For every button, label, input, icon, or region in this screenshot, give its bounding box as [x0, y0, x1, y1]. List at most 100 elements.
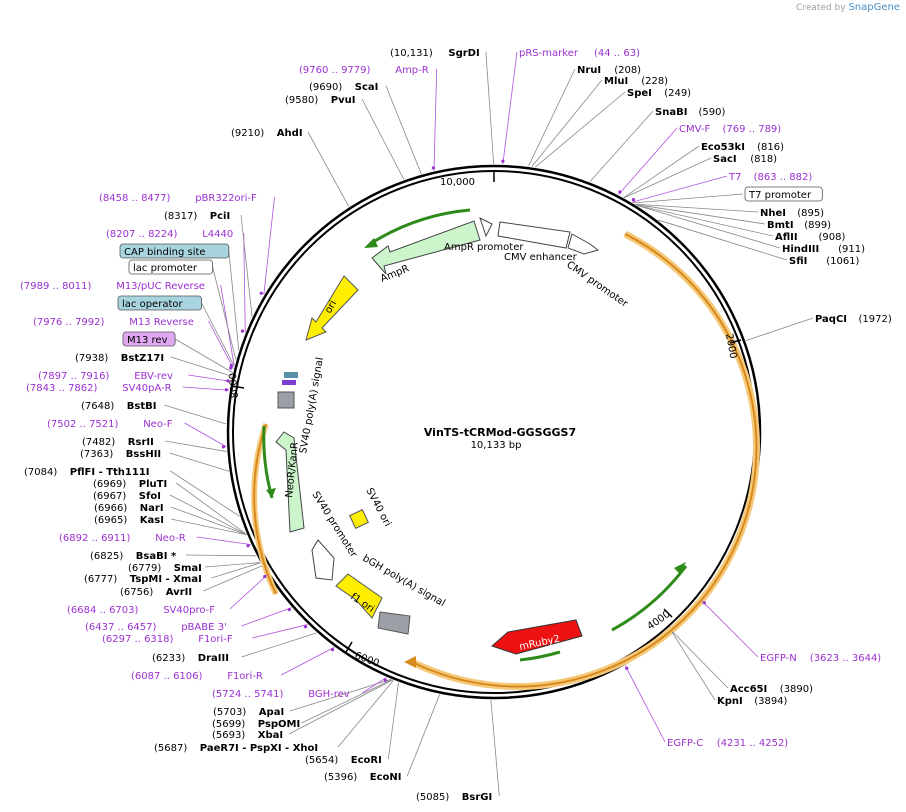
site-label-avrii[interactable]: (6756)AvrII — [120, 565, 263, 598]
site-label-lac-operator[interactable]: lac operator — [117, 295, 235, 367]
leader-line — [657, 219, 788, 261]
site-label-bsabi-[interactable]: (6825)BsaBI * — [90, 551, 257, 562]
site-label-kpni[interactable]: KpnI(3894) — [671, 632, 788, 707]
site-label-bstbi[interactable]: (7648)BstBI — [81, 401, 227, 425]
site-label-spei[interactable]: SpeI(249) — [534, 88, 691, 168]
leader-line — [212, 266, 237, 360]
site-label-bsrgi[interactable]: (5085)BsrGI — [416, 699, 500, 803]
feature-neor[interactable] — [275, 431, 305, 533]
site-label-acc65i[interactable]: Acc65I(3890) — [672, 631, 814, 695]
site-pos: (7843 .. 7862) — [26, 383, 98, 394]
site-label-pspomi[interactable]: (5699)PspOMI — [212, 679, 392, 730]
site-label-bsshii[interactable]: (7363)BssHII — [80, 449, 230, 472]
site-label-apai[interactable]: (5703)ApaI — [213, 679, 392, 718]
site-label-draiii[interactable]: (6233)DraIII — [152, 632, 317, 664]
site-label-t7-promoter[interactable]: T7 promoter — [633, 186, 823, 204]
feature-cmv-enhancer[interactable] — [497, 221, 571, 249]
site-label-cap-binding-site[interactable]: CAP binding site — [119, 243, 240, 351]
feature-ampr-promoter[interactable] — [479, 217, 493, 238]
site-label-pbr322ori-f[interactable]: (8458 .. 8477)pBR322ori-F — [99, 193, 275, 295]
site-label-bmti[interactable]: BmtI(899) — [635, 204, 831, 231]
site-label-scai[interactable]: (9690)ScaI — [309, 82, 422, 175]
site-label-sgrdi[interactable]: (10,131)SgrDI — [390, 48, 495, 165]
leader-line — [188, 374, 231, 382]
site-label-rsrii[interactable]: (7482)RsrII — [82, 437, 227, 452]
site-label-pbabe-3-[interactable]: (6437 .. 6457)pBABE 3' — [85, 607, 292, 633]
site-label-m13-rev[interactable]: M13 rev — [122, 331, 233, 373]
feature-sv40-promoter[interactable] — [311, 539, 335, 581]
site-pos: (7938) — [75, 353, 108, 364]
site-label-amp-r[interactable]: (9760 .. 9779)Amp-R — [299, 65, 438, 171]
leader-line — [534, 91, 626, 168]
site-label-ahdi[interactable]: (9210)AhdI — [231, 128, 350, 207]
site-label-sfoi[interactable]: (6967)SfoI — [93, 491, 247, 535]
feature-mark — [221, 445, 226, 449]
leader-line — [624, 665, 666, 743]
orf-arc-main-line — [409, 233, 758, 688]
feature-f1-ori[interactable] — [335, 573, 383, 619]
site-label-egfp-c[interactable]: EGFP-C(4231 .. 4252) — [624, 665, 788, 749]
site-pos: (8458 .. 8477) — [99, 193, 171, 204]
site-label-tspmi-xmai[interactable]: (6777)TspMI - XmaI — [84, 562, 261, 585]
site-label-nrui[interactable]: NruI(208) — [528, 65, 641, 167]
site-label-ebv-rev[interactable]: (7897 .. 7916)EBV-rev — [38, 371, 231, 383]
site-label-neo-f[interactable]: (7502 .. 7521)Neo-F — [47, 419, 227, 449]
site-label-cmv-f[interactable]: CMV-F(769 .. 789) — [618, 124, 781, 195]
orf-arrow-ampr-head — [364, 238, 378, 248]
site-label-pcii[interactable]: (8317)PciI — [164, 211, 253, 317]
site-label-mlui[interactable]: MluI(228) — [531, 76, 668, 167]
site-label-snabi[interactable]: SnaBI(590) — [589, 107, 726, 183]
site-label-t7[interactable]: T7(863 .. 882) — [631, 172, 812, 203]
site-label-nari[interactable]: (6966)NarI — [94, 503, 247, 536]
site-name: MluI — [604, 76, 628, 87]
site-name: BssHII — [126, 449, 161, 460]
site-label-lac-promoter[interactable]: lac promoter — [128, 259, 237, 360]
site-label-bstz17i[interactable]: (7938) BstZ17I — [75, 353, 232, 377]
site-label-ecori[interactable]: (5654)EcoRI — [305, 682, 399, 766]
site-label-bgh-rev[interactable]: (5724 .. 5741)BGH-rev — [212, 677, 387, 700]
site-pos: (5085) — [416, 792, 449, 803]
feature-bgh-polya[interactable] — [377, 611, 411, 635]
site-name: TspMI - XmaI — [130, 574, 202, 585]
site-label-prs-marker[interactable]: pRS-marker(44 .. 63) — [501, 48, 640, 165]
site-label-saci[interactable]: SacI(818) — [624, 154, 777, 199]
feature-ori[interactable] — [305, 275, 359, 341]
site-label-f1ori-f[interactable]: (6297 .. 6318)F1ori-F — [102, 624, 308, 645]
feature-sv40-polya[interactable] — [277, 391, 295, 409]
site-label-aflii[interactable]: AflII(908) — [636, 204, 845, 243]
site-label-paqci[interactable]: PaqCI(1972) — [745, 314, 892, 341]
site-label-pluti[interactable]: (6969)PluTI — [93, 479, 247, 535]
site-label-xbai[interactable]: (5693)XbaI — [212, 679, 393, 741]
feature-ampr[interactable] — [371, 220, 481, 275]
site-label-kasi[interactable]: (6965)KasI — [94, 515, 247, 536]
site-label-l4440[interactable]: (8207 .. 8224)L4440 — [106, 229, 246, 333]
site-label-f1ori-r[interactable]: (6087 .. 6106)F1ori-R — [131, 646, 335, 682]
feature-mruby2[interactable] — [491, 619, 583, 655]
site-pos: (6825) — [90, 551, 123, 562]
feature-mark — [246, 544, 250, 548]
site-pos: (5699) — [212, 719, 245, 730]
site-pos: (9760 .. 9779) — [299, 65, 371, 76]
site-label-eco53ki[interactable]: Eco53kI(816) — [623, 142, 784, 198]
site-label-sv40pro-f[interactable]: (6684 .. 6703)SV40pro-F — [67, 574, 268, 616]
site-label-egfp-n[interactable]: EGFP-N(3623 .. 3644) — [701, 600, 881, 664]
site-label-neo-r[interactable]: (6892 .. 6911)Neo-R — [59, 533, 251, 548]
site-label-m13-reverse[interactable]: (7976 .. 7992)M13 Reverse — [33, 317, 234, 370]
site-label-nhei[interactable]: NheI(895) — [635, 203, 824, 219]
feature-sv40-ori[interactable] — [349, 509, 369, 529]
leader-line — [337, 680, 394, 748]
site-name: Neo-R — [155, 533, 186, 544]
site-name: BstZ17I — [121, 353, 164, 364]
site-label-sfii[interactable]: SfiI(1061) — [657, 219, 860, 267]
site-label-sv40pa-r[interactable]: (7843 .. 7862)SV40pA-R — [26, 383, 230, 394]
site-label-smai[interactable]: (6779)SmaI — [128, 562, 260, 574]
site-label-econi[interactable]: (5396)EcoNI — [324, 694, 440, 783]
site-label-hindiii[interactable]: HindIII(911) — [637, 205, 865, 255]
tick-marks — [231, 170, 742, 653]
feature-cmv-promoter[interactable] — [567, 233, 600, 255]
site-label-pvui[interactable]: (9580)PvuI — [285, 95, 405, 180]
site-label-paer7i-pspxi-xhoi[interactable]: (5687)PaeR7I - PspXI - XhoI — [154, 680, 394, 754]
site-label-pflfi-tth111i[interactable]: (7084)PflFI - Tth111I — [24, 467, 240, 517]
label-box-text: T7 promoter — [748, 190, 812, 201]
